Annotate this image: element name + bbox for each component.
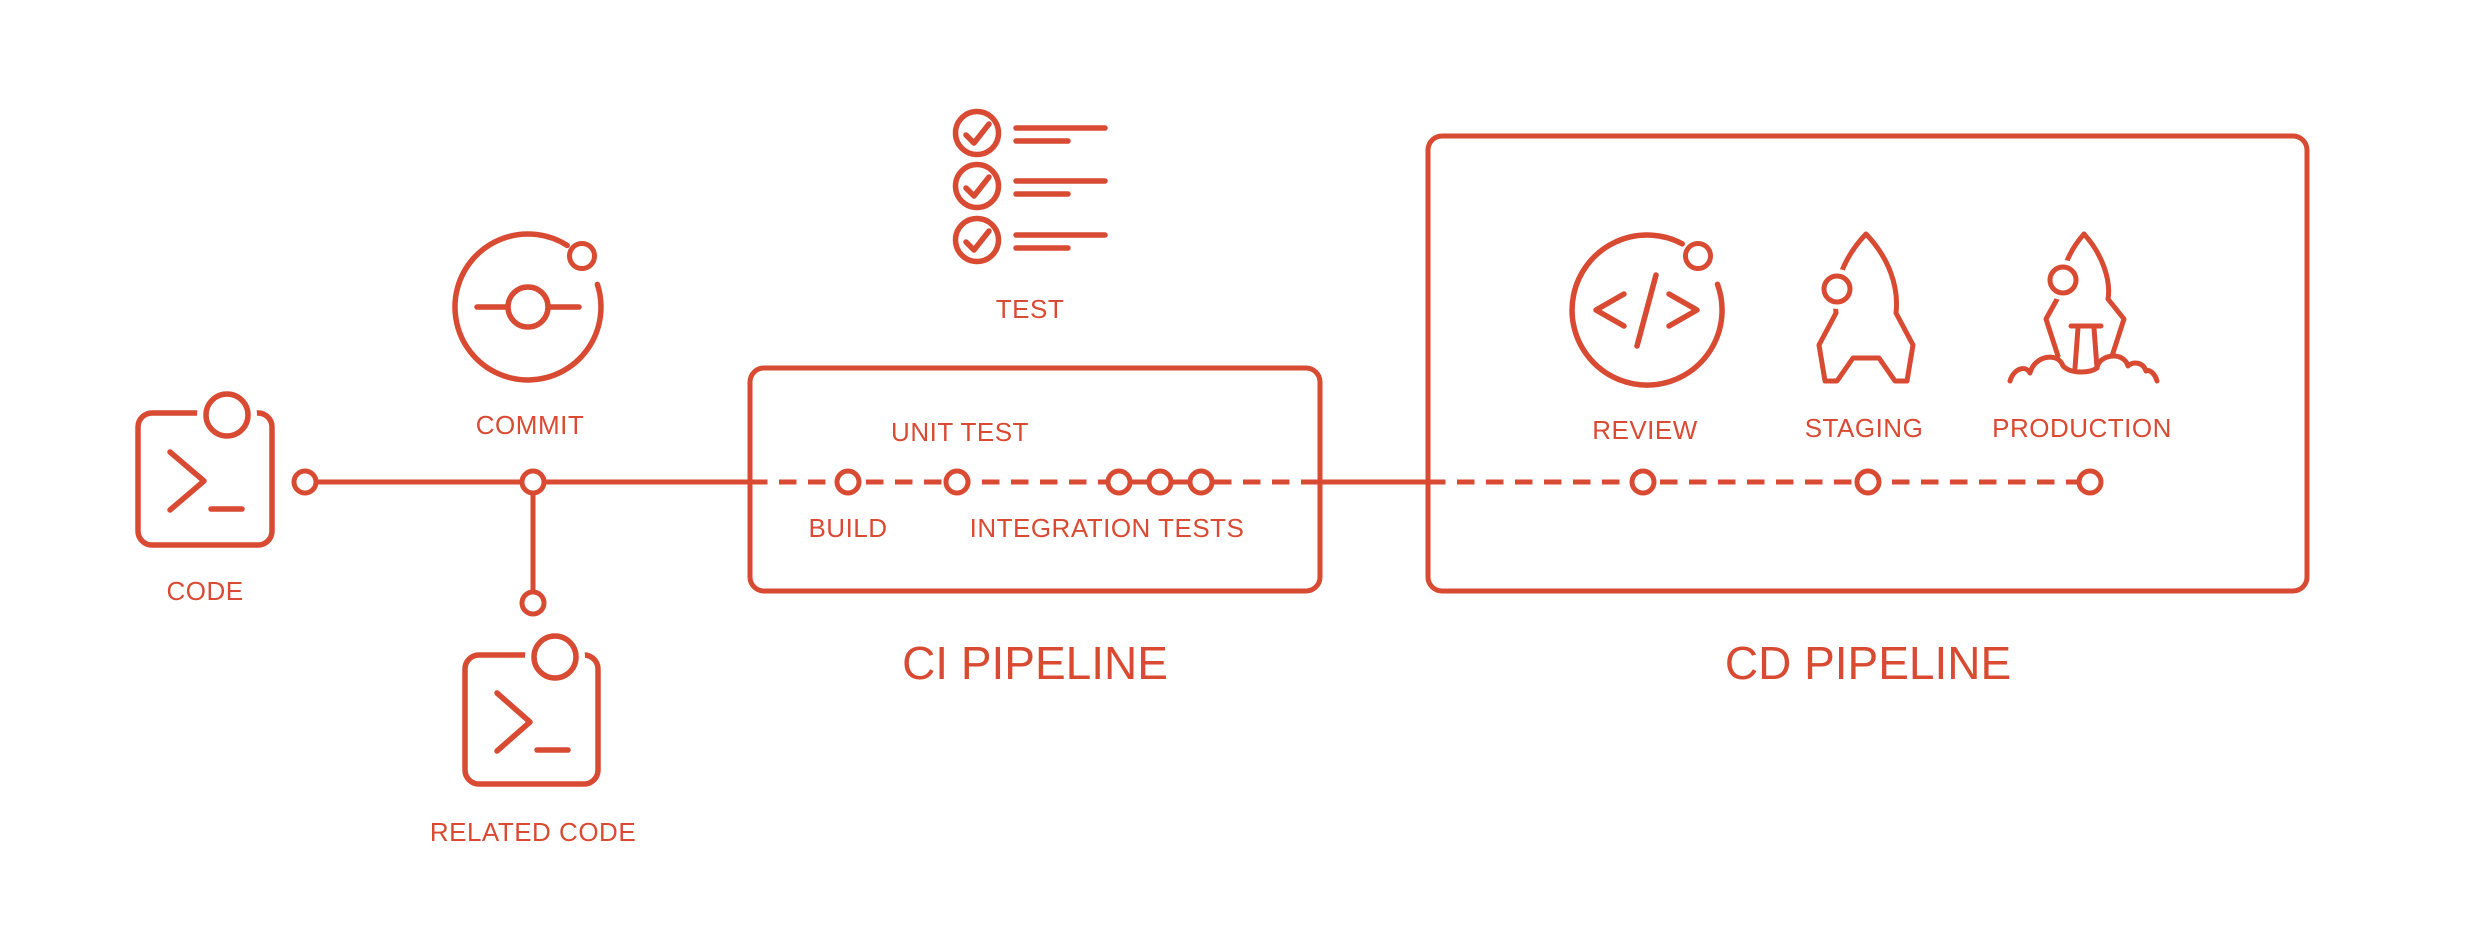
node-unit-test [943,468,971,496]
unit-test-label: UNIT TEST [891,417,1029,447]
build-label: BUILD [808,513,887,543]
smoke-cloud [2007,353,2160,384]
code-review-icon [1569,232,1725,388]
ci-pipeline-box [747,365,1323,594]
pipeline-nodes [291,468,2104,617]
node-production [2076,468,2104,496]
terminal-icon [462,627,601,787]
node-staging [1854,468,1882,496]
node-integration-3 [1187,468,1215,496]
node-start [291,468,319,496]
node-integration-1 [1105,468,1133,496]
review-label: REVIEW [1592,415,1698,445]
node-review [1629,468,1657,496]
rocket-icon [1816,231,1916,384]
related-code-label: RELATED CODE [430,817,636,847]
production-label: PRODUCTION [1992,413,2172,443]
terminal-icon [135,385,275,548]
checklist-icon [952,108,1108,265]
commit-label: COMMIT [476,410,584,440]
integration-tests-label: INTEGRATION TESTS [970,513,1245,543]
cd-pipeline-box [1425,133,2310,594]
ci-pipeline-title: CI PIPELINE [902,637,1168,689]
node-branch [519,589,547,617]
rocket-launch-icon [2007,231,2160,384]
staging-label: STAGING [1805,413,1924,443]
node-commit [519,468,547,496]
code-label: CODE [166,576,243,606]
test-label: TEST [996,294,1064,324]
commit-orbit-icon [452,231,604,383]
node-build [834,468,862,496]
node-integration-2 [1146,468,1174,496]
cd-pipeline-title: CD PIPELINE [1725,637,2011,689]
